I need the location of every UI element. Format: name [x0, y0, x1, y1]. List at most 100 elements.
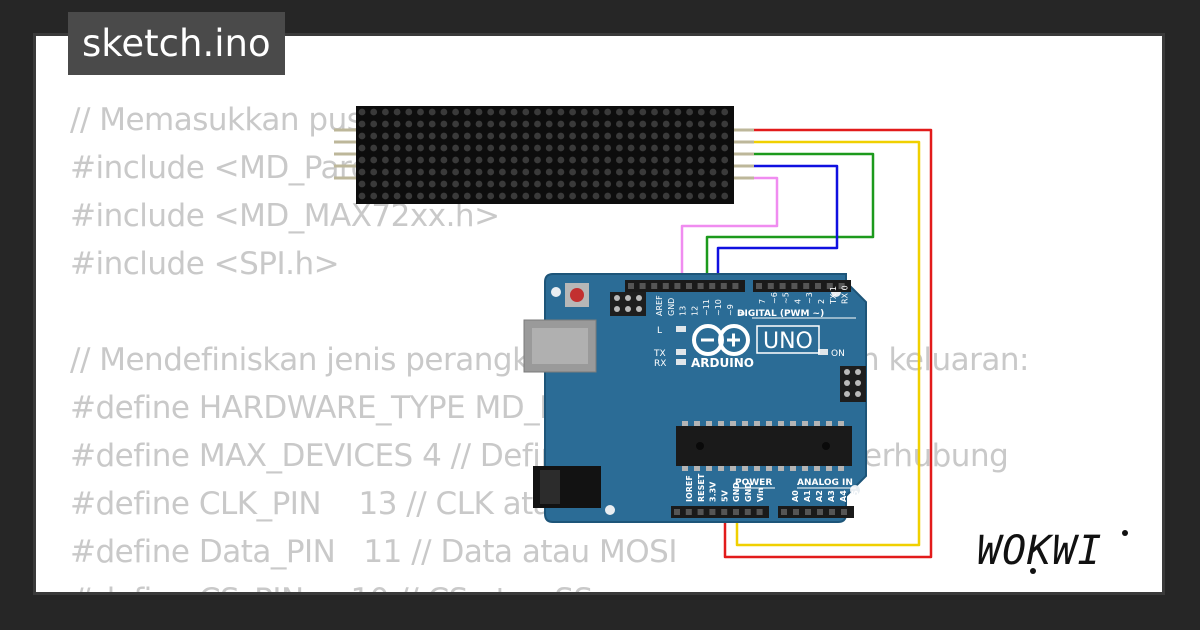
led-on-label: ON — [831, 349, 845, 359]
pin-hole — [793, 509, 799, 515]
filename-tab[interactable]: sketch.ino — [68, 12, 285, 75]
matrix-led — [370, 144, 378, 152]
pin-hole — [720, 283, 727, 289]
matrix-pin — [732, 176, 754, 180]
pin-label: ~10 — [714, 299, 723, 316]
led-tx — [676, 349, 686, 355]
matrix-led — [709, 192, 717, 200]
matrix-led — [510, 144, 518, 152]
uno-badge — [756, 325, 820, 354]
matrix-led — [557, 132, 565, 140]
matrix-led — [487, 156, 495, 164]
pin-hole — [767, 283, 774, 289]
matrix-led — [405, 192, 413, 200]
matrix-led — [475, 144, 483, 152]
pin-hole — [781, 509, 787, 515]
pin-hole — [651, 283, 658, 289]
pin-hole — [815, 283, 821, 289]
matrix-led — [709, 180, 717, 188]
matrix-pin — [334, 164, 358, 168]
matrix-led — [463, 180, 471, 188]
matrix-led — [569, 156, 576, 164]
chip-leg — [706, 466, 712, 471]
matrix-led — [557, 192, 565, 200]
chip-leg — [766, 421, 772, 426]
matrix-led — [440, 180, 448, 188]
matrix-led — [417, 108, 424, 116]
chip-leg — [790, 466, 796, 471]
matrix-led — [545, 120, 553, 128]
chip-legs — [682, 421, 844, 471]
matrix-led — [393, 144, 401, 152]
led-matrix-module[interactable] — [334, 106, 754, 204]
matrix-pin — [732, 140, 754, 144]
matrix-led — [499, 120, 506, 128]
matrix-led — [627, 168, 635, 176]
chip-leg — [718, 421, 724, 426]
matrix-led — [580, 108, 588, 116]
matrix-led — [557, 156, 565, 164]
matrix-led — [440, 144, 448, 152]
chip-notch — [696, 442, 704, 450]
matrix-led — [452, 156, 459, 164]
matrix-pin — [334, 128, 358, 132]
matrix-led — [639, 156, 647, 164]
pin-label: ~3 — [805, 292, 814, 304]
matrix-led — [428, 180, 436, 188]
matrix-led — [592, 180, 600, 188]
matrix-led — [604, 120, 612, 128]
matrix-led — [639, 192, 647, 200]
matrix-led — [382, 108, 389, 116]
pin-hole — [756, 283, 762, 289]
matrix-led — [487, 144, 495, 152]
matrix-led — [651, 132, 658, 140]
icsp-block — [840, 366, 866, 402]
matrix-led — [440, 156, 448, 164]
matrix-led — [627, 192, 635, 200]
matrix-led — [545, 180, 553, 188]
matrix-led — [662, 192, 670, 200]
wokwi-logo: WOKWI — [977, 528, 1128, 574]
matrix-led — [428, 132, 436, 140]
pin-hole — [817, 509, 823, 515]
matrix-led — [674, 144, 682, 152]
matrix-led — [662, 144, 670, 152]
matrix-led — [557, 144, 565, 152]
icsp-pin — [625, 306, 631, 312]
pin-label: 8 — [738, 311, 747, 316]
pin-hole — [838, 283, 845, 289]
chip-leg — [778, 421, 784, 426]
matrix-led — [405, 156, 413, 164]
matrix-led — [417, 144, 424, 152]
pin-hole — [628, 283, 634, 289]
matrix-led — [463, 120, 471, 128]
chip-dot — [822, 442, 830, 450]
matrix-led — [697, 168, 705, 176]
chip-leg — [730, 421, 736, 426]
matrix-led — [358, 120, 366, 128]
pin-hole — [756, 509, 763, 515]
matrix-led — [639, 144, 647, 152]
matrix-led — [405, 180, 413, 188]
reset-button[interactable] — [570, 288, 584, 302]
led-l — [676, 326, 686, 332]
matrix-led — [510, 120, 518, 128]
matrix-led — [592, 108, 600, 116]
matrix-led — [463, 156, 471, 164]
pin-hole — [779, 283, 786, 289]
matrix-led — [370, 180, 378, 188]
pin-hole — [685, 509, 692, 515]
matrix-led — [358, 180, 366, 188]
led-rx-label: RX — [654, 359, 666, 369]
matrix-led — [569, 168, 576, 176]
icsp-pin — [855, 391, 861, 397]
matrix-led — [662, 120, 670, 128]
arduino-logo — [692, 324, 750, 356]
matrix-led — [534, 144, 541, 152]
pin-hole — [841, 509, 847, 515]
matrix-led — [674, 156, 682, 164]
matrix-led — [487, 168, 495, 176]
matrix-led — [522, 120, 530, 128]
